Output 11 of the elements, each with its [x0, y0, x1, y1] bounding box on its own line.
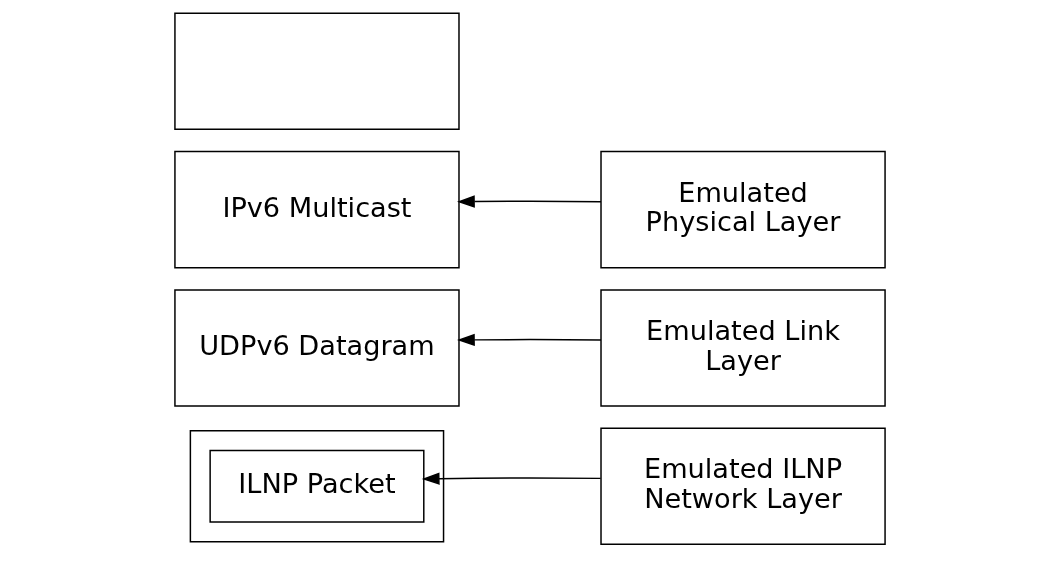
node-box: UDPv6 Datagram [174, 289, 460, 407]
arrow [457, 195, 602, 208]
node-box: Emulated ILNP Network Layer [600, 427, 886, 546]
node-box: IPv6 Multicast [174, 150, 460, 269]
cluster [189, 429, 445, 543]
node-box: Emulated Physical Layer [600, 150, 886, 269]
node-box [174, 12, 460, 131]
arrow [457, 333, 602, 347]
node-box: ILNP Packet [209, 449, 425, 523]
arrow [421, 472, 602, 485]
node-box: Emulated Link Layer [600, 289, 886, 407]
